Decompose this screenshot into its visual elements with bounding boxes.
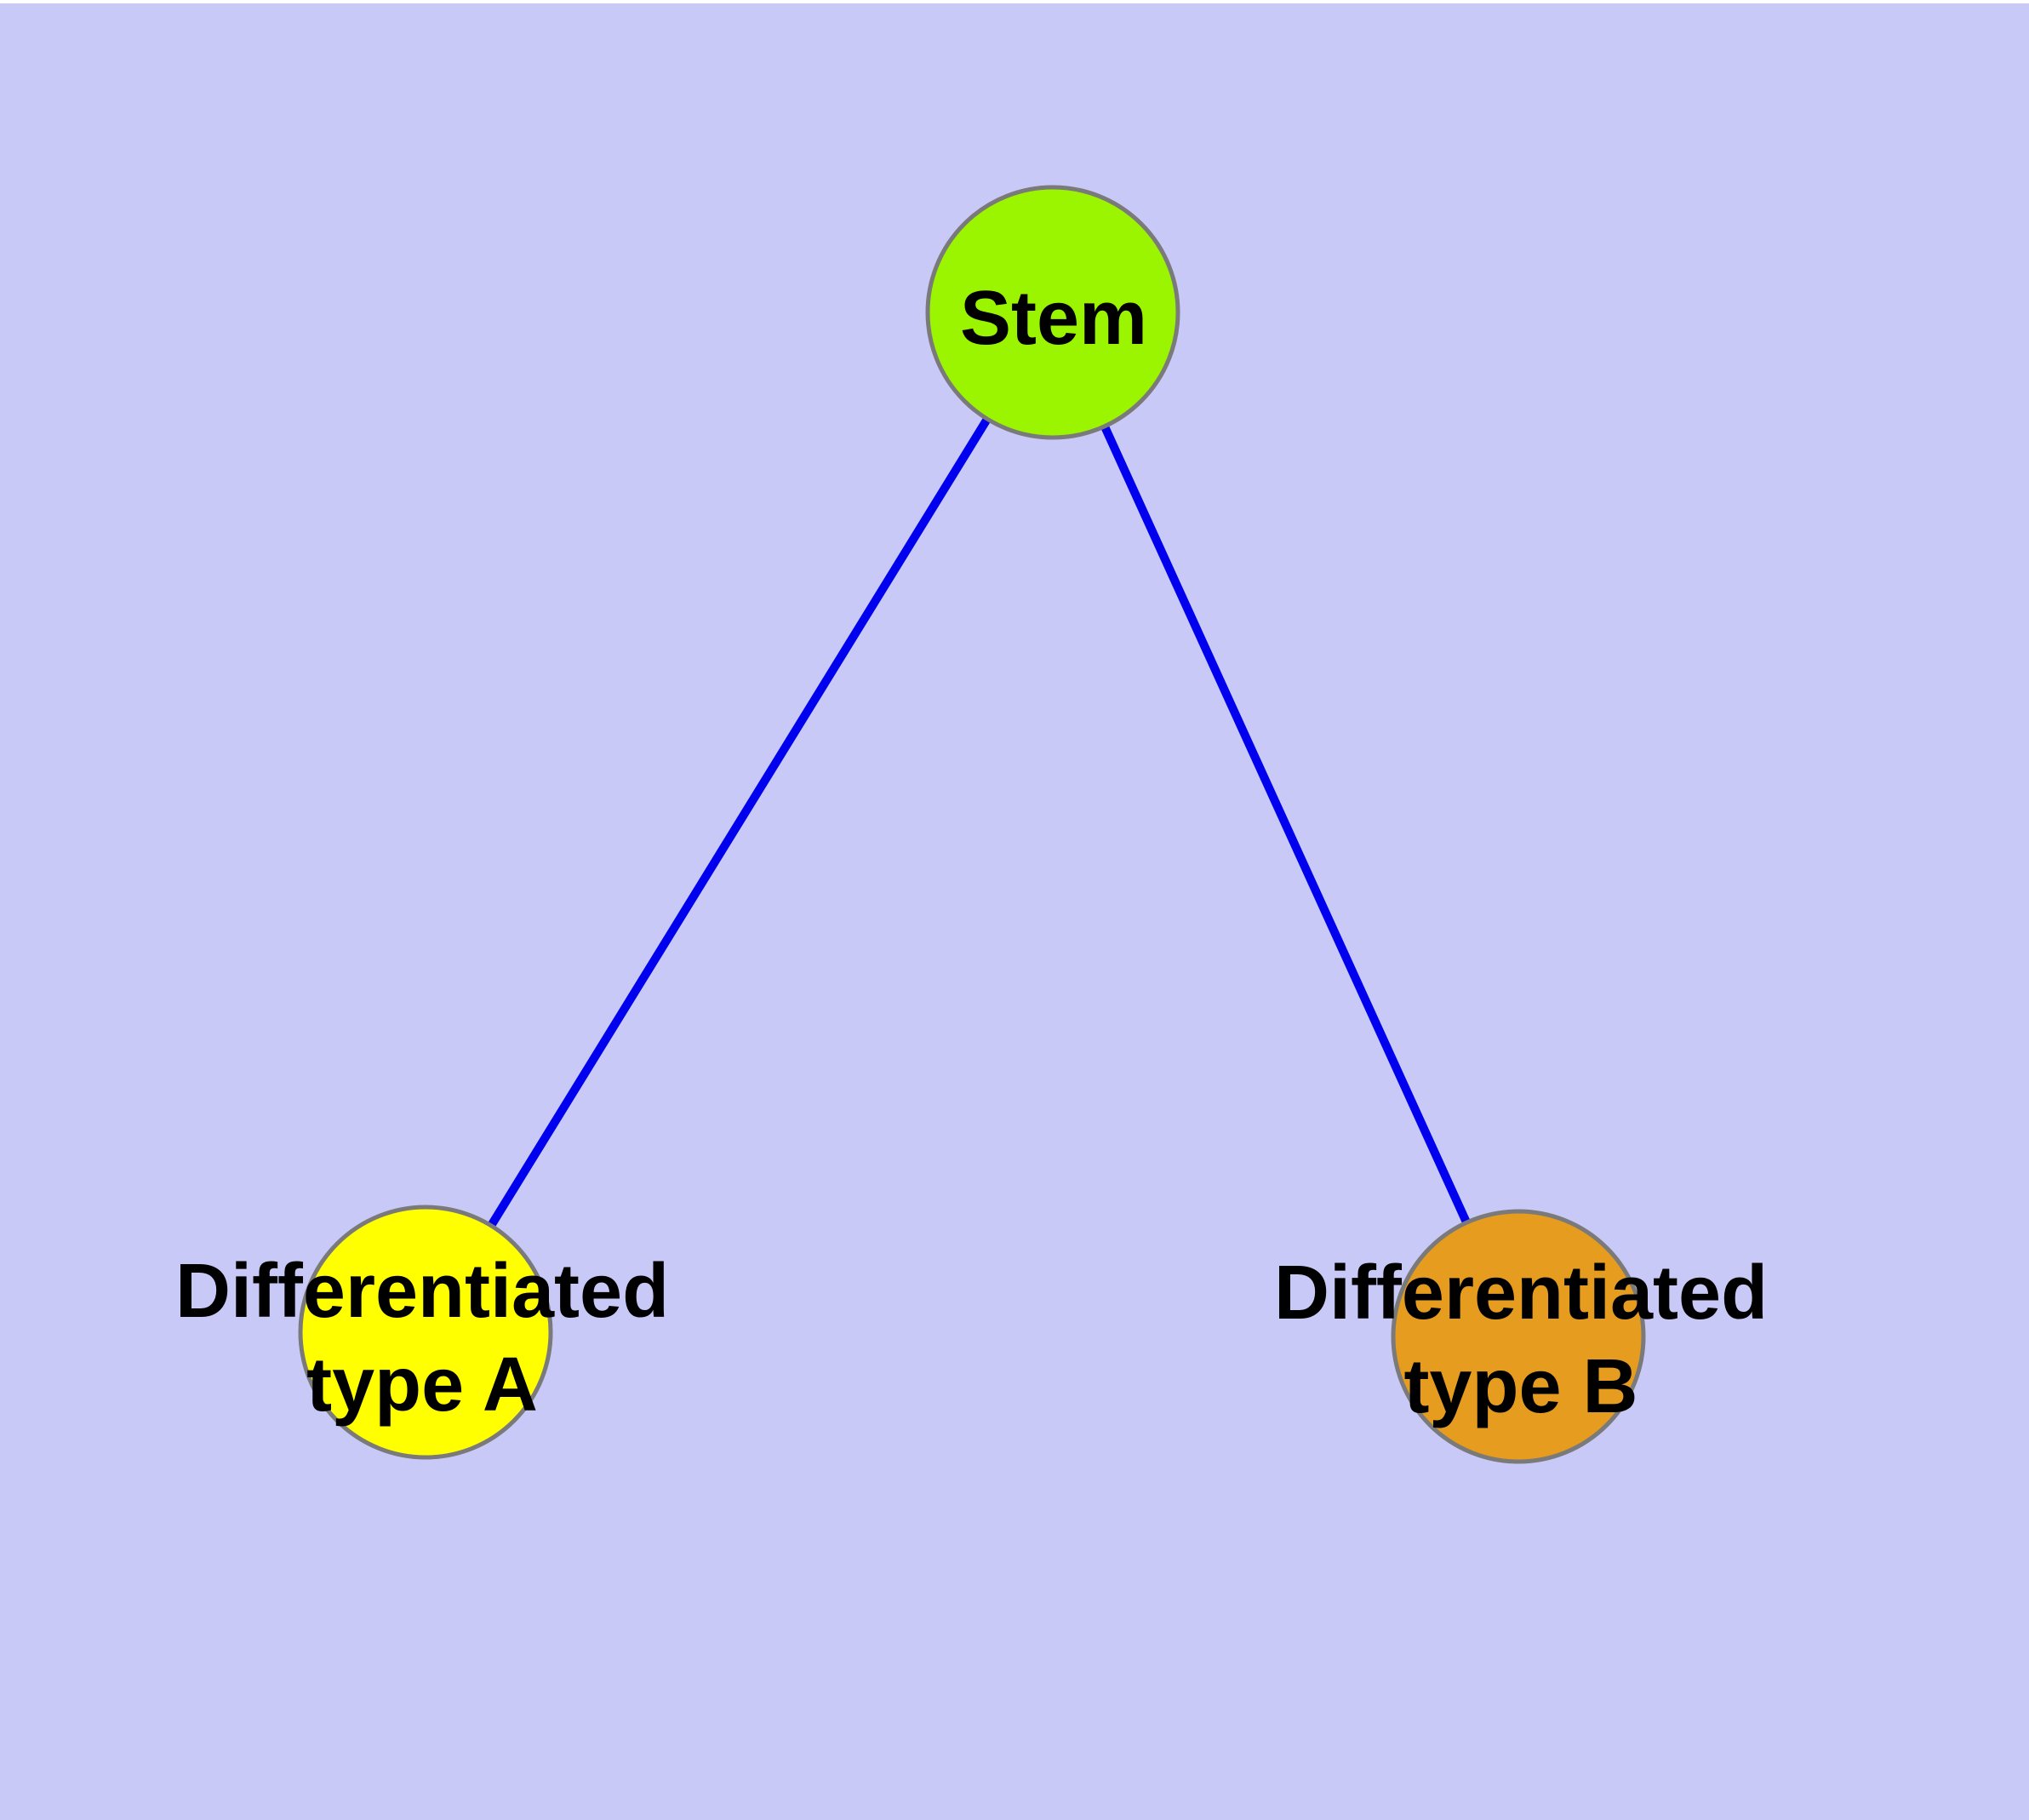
node-differentiated-type-a-label: Differentiated type A: [174, 1249, 670, 1428]
node-stem-label: Stem: [959, 276, 1148, 361]
edge-stem-to-type-b: [1049, 310, 1523, 1339]
node-differentiated-type-b-circle: [1391, 1209, 1646, 1464]
node-differentiated-type-b-label: Differentiated type B: [1273, 1251, 1769, 1429]
top-margin-strip: [0, 0, 2029, 3]
edge-stem-to-type-a: [421, 310, 1057, 1335]
node-differentiated-type-a-circle: [298, 1205, 553, 1460]
node-stem-circle: [925, 185, 1180, 440]
